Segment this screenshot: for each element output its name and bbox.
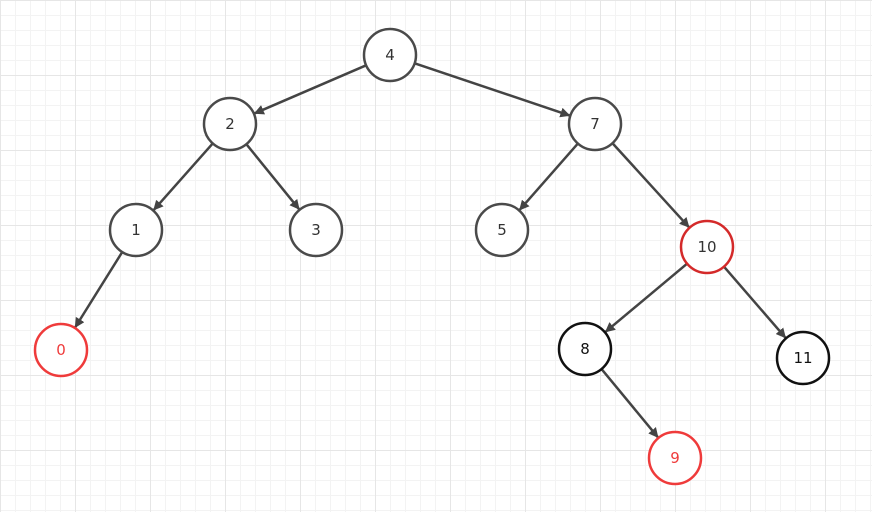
node-circle: [567, 96, 623, 152]
node-circle: [288, 202, 344, 258]
node-label: 1: [131, 221, 141, 239]
edge-n4-n7: [414, 62, 571, 118]
node-circle: [202, 96, 258, 152]
edge-n7-n5: [518, 142, 579, 211]
node-label: 2: [225, 115, 235, 133]
node-label: 4: [385, 46, 395, 64]
node-circle: [647, 430, 703, 486]
edge-n10-n11: [723, 265, 787, 339]
node-circle: [108, 202, 164, 258]
edge-n2-n3: [245, 143, 300, 210]
node-circle: [33, 322, 89, 378]
tree-node-11: 11: [775, 330, 831, 386]
tree-node-5: 5: [474, 202, 530, 258]
edge-n1-n0: [74, 251, 124, 328]
edge-n7-n10: [611, 142, 690, 228]
node-label: 3: [311, 221, 321, 239]
node-label: 8: [580, 340, 590, 358]
edge-n10-n8: [604, 262, 688, 333]
node-circle: [679, 219, 735, 275]
tree-node-4: 4: [362, 27, 418, 83]
edges-layer: [74, 62, 787, 438]
node-label: 9: [670, 449, 680, 467]
node-label: 7: [590, 115, 600, 133]
edge-n8-n9: [600, 368, 659, 438]
tree-node-10: 10: [679, 219, 735, 275]
edge-n2-n1: [152, 142, 214, 211]
tree-node-0: 0: [33, 322, 89, 378]
node-label: 0: [56, 341, 66, 359]
tree-node-3: 3: [288, 202, 344, 258]
tree-node-8: 8: [557, 321, 613, 377]
node-label: 5: [497, 221, 507, 239]
tree-node-7: 7: [567, 96, 623, 152]
tree-node-2: 2: [202, 96, 258, 152]
tree-node-1: 1: [108, 202, 164, 258]
nodes-layer: 4 2 7 1 3 5 10 0 8 11 9: [33, 27, 831, 486]
node-label: 10: [697, 238, 716, 256]
node-label: 11: [793, 349, 812, 367]
tree-node-9: 9: [647, 430, 703, 486]
node-circle: [362, 27, 418, 83]
node-circle: [775, 330, 831, 386]
node-circle: [474, 202, 530, 258]
edge-n4-n2: [253, 64, 367, 115]
node-circle: [557, 321, 613, 377]
